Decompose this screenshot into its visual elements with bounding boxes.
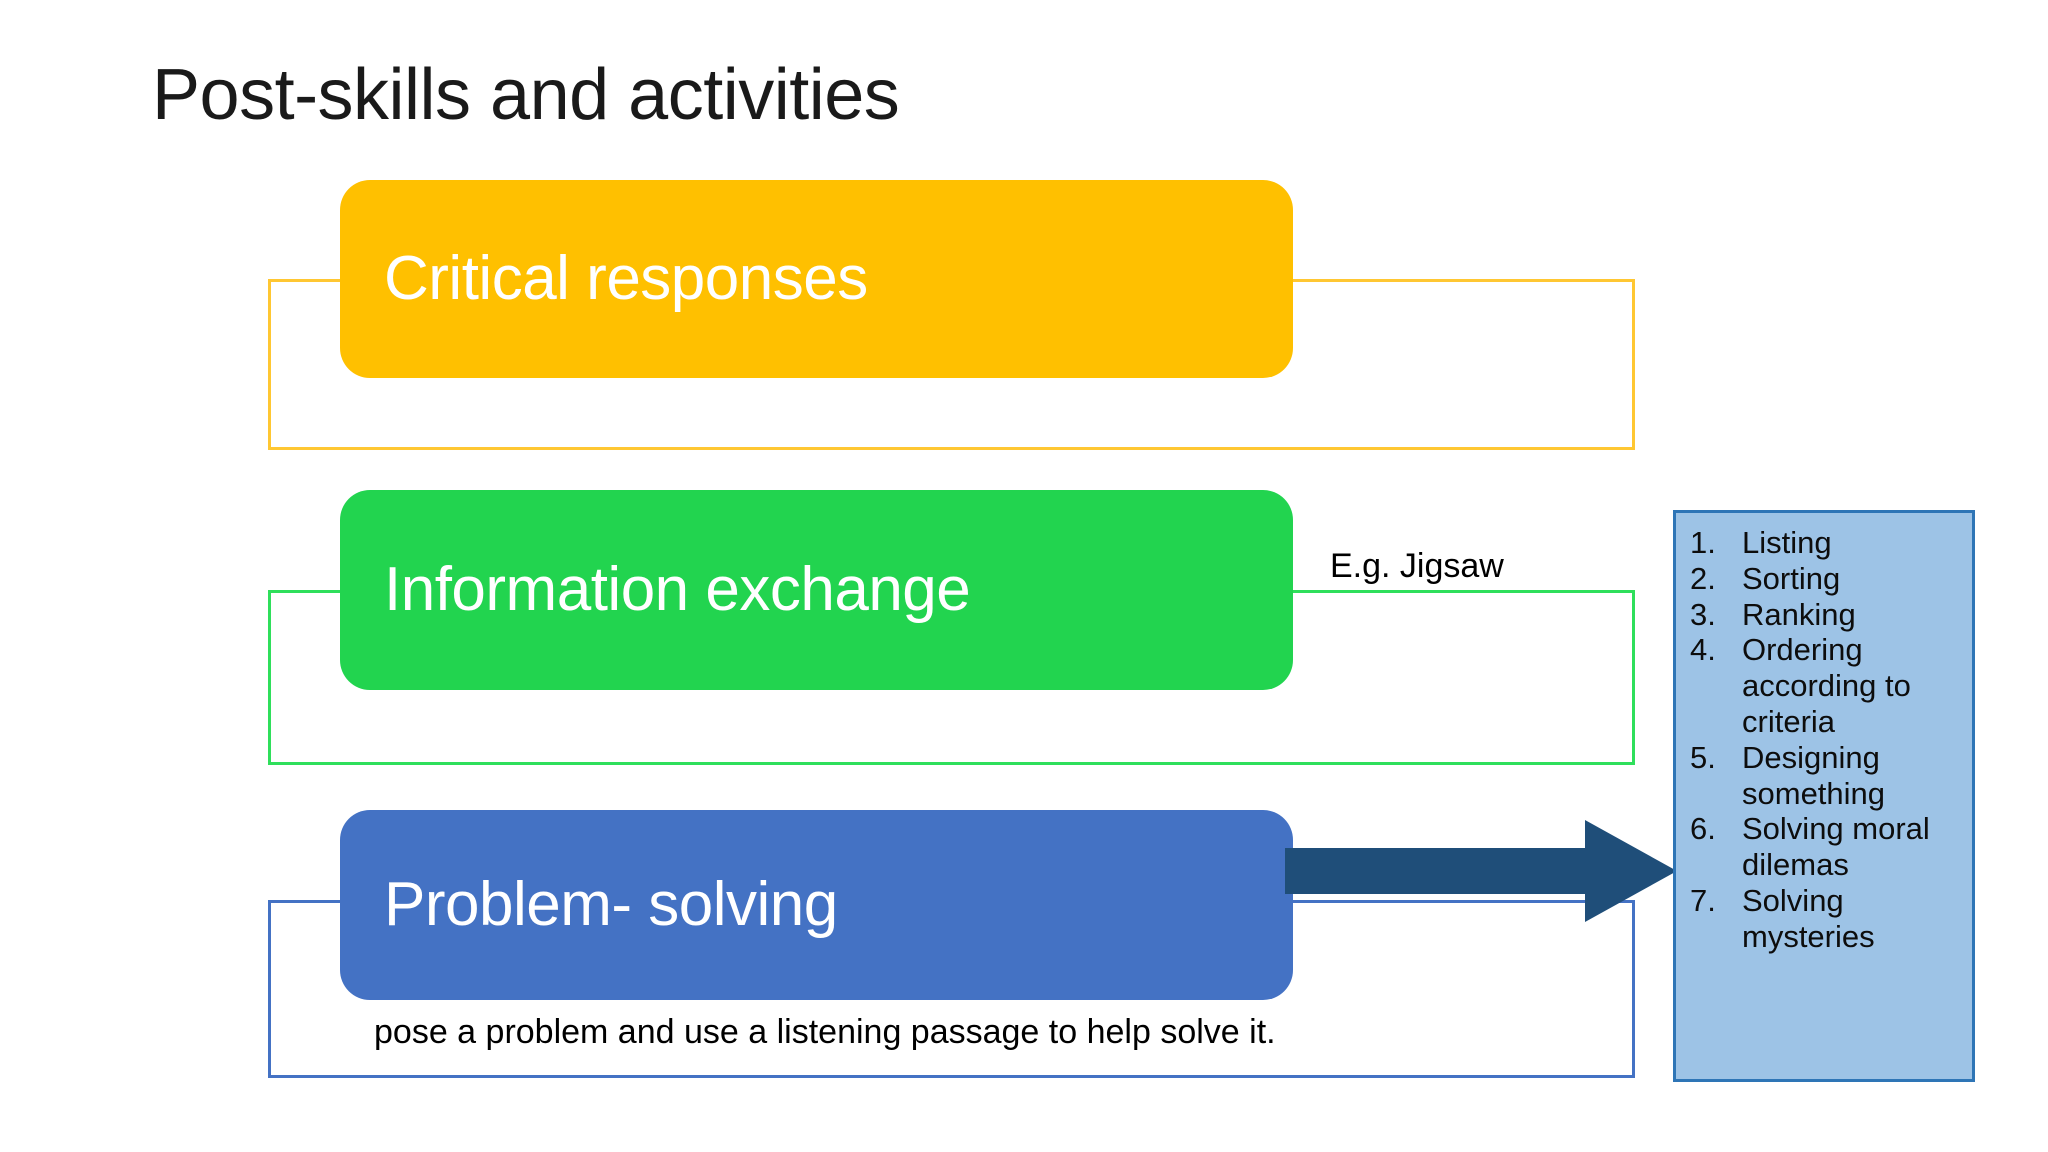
list-item-number: 7. — [1690, 882, 1716, 918]
list-item-number: 4. — [1690, 632, 1716, 668]
list-item: 4. Ordering according to criteria — [1690, 632, 1962, 739]
list-item-label: Sorting — [1742, 560, 1841, 596]
list-item-number: 6. — [1690, 811, 1716, 847]
list-item-number: 5. — [1690, 739, 1716, 775]
list-item-number: 1. — [1690, 525, 1716, 560]
caption-jigsaw: E.g. Jigsaw — [1330, 547, 1504, 585]
list-item: 2. Sorting — [1690, 561, 1962, 597]
banner-information-exchange[interactable]: Information exchange — [340, 490, 1293, 690]
list-item-label: Solving moral dilemas — [1742, 811, 1930, 883]
list-item-label: Ordering according to criteria — [1742, 632, 1911, 739]
list-item: 7. Solving mysteries — [1690, 883, 1962, 955]
list-item-label: Listing — [1742, 525, 1832, 560]
list-item-label: Ranking — [1742, 596, 1856, 632]
banner-information-exchange-label: Information exchange — [384, 555, 971, 625]
list-item: 6. Solving moral dilemas — [1690, 811, 1962, 883]
activity-list-panel: 1. Listing 2. Sorting 3. Ranking 4. Orde… — [1673, 510, 1975, 1082]
list-item-number: 3. — [1690, 596, 1716, 632]
page-title: Post-skills and activities — [152, 55, 900, 135]
caption-problem-solving-note: pose a problem and use a listening passa… — [374, 1013, 1276, 1051]
list-item: 3. Ranking — [1690, 597, 1962, 633]
banner-critical-responses-label: Critical responses — [384, 244, 868, 314]
right-arrow-icon — [1285, 820, 1677, 922]
list-item-label: Solving mysteries — [1742, 882, 1875, 954]
banner-critical-responses[interactable]: Critical responses — [340, 180, 1293, 378]
banner-problem-solving[interactable]: Problem- solving — [340, 810, 1293, 1000]
banner-problem-solving-label: Problem- solving — [384, 870, 838, 940]
list-item: 1. Listing — [1690, 525, 1962, 561]
list-item-number: 2. — [1690, 560, 1716, 596]
list-item-label: Designing something — [1742, 739, 1886, 811]
list-item: 5. Designing something — [1690, 740, 1962, 812]
activity-list: 1. Listing 2. Sorting 3. Ranking 4. Orde… — [1690, 525, 1962, 955]
